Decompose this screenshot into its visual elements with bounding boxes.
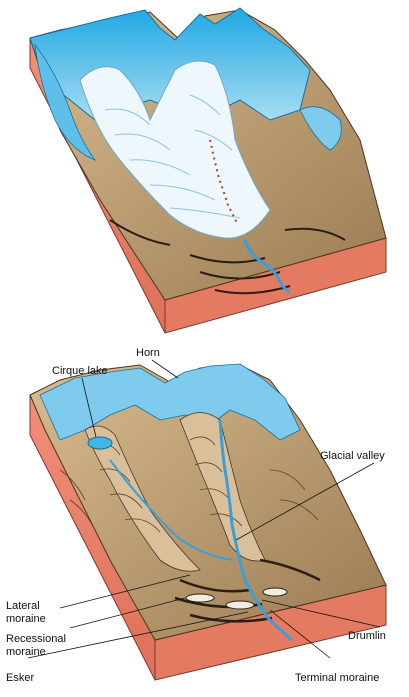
bottom-block — [30, 364, 386, 680]
label-glacial-valley: Glacial valley — [320, 450, 385, 463]
label-drumlin: Drumlin — [348, 630, 386, 643]
label-lateral-moraine-line1: Lateral — [6, 600, 40, 613]
bottom-cirque-lake — [88, 437, 112, 449]
label-terminal-moraine: Terminal moraine — [295, 672, 379, 685]
label-recessional-moraine-line1: Recessional — [6, 633, 66, 646]
top-block — [30, 8, 386, 333]
label-horn: Horn — [136, 347, 160, 360]
label-cirque-lake: Cirque lake — [52, 365, 108, 378]
label-recessional-moraine-line2: moraine — [6, 646, 46, 659]
label-esker: Esker — [6, 672, 34, 685]
label-lateral-moraine-line2: moraine — [6, 613, 46, 626]
